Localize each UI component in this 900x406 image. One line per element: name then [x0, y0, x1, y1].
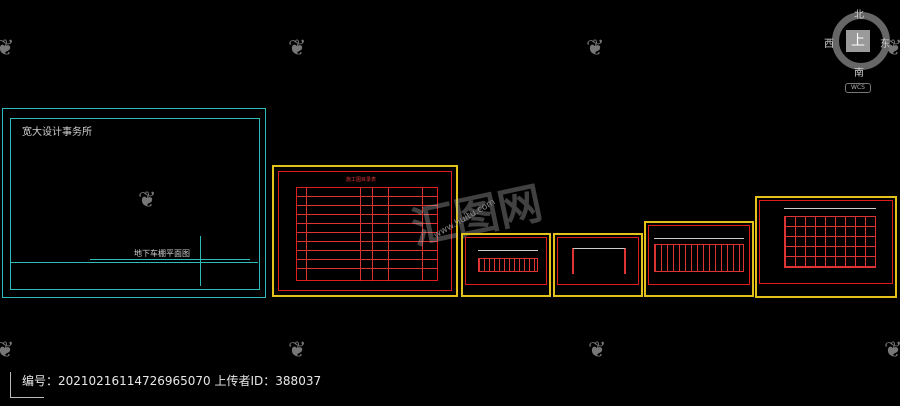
dimension-line	[654, 238, 744, 239]
drawing-sheet-4[interactable]	[553, 233, 643, 297]
compass-east-label[interactable]: 东	[880, 39, 890, 50]
watermark-logo-icon: ❦	[288, 36, 307, 61]
drawing-sheet-6[interactable]	[755, 196, 897, 298]
sheet-inner-frame	[278, 171, 452, 291]
drawing-sheet-5[interactable]	[644, 221, 754, 297]
sheet-inner-frame	[10, 118, 260, 290]
compass-north-label[interactable]: 北	[854, 10, 864, 21]
table-row-line	[296, 214, 438, 215]
sheet-inner-frame	[557, 237, 639, 285]
table-col-line	[422, 187, 423, 281]
drawing-name-text: 地下车棚平面图	[134, 249, 190, 258]
watermark-logo-icon: ❦	[586, 36, 605, 61]
watermark-logo-icon: ❦	[0, 338, 15, 363]
table-row-line	[296, 259, 438, 260]
compass-west-label[interactable]: 西	[824, 39, 834, 50]
table-col-line	[388, 187, 389, 281]
dimension-line	[478, 250, 538, 251]
viewcube-top-face[interactable]: 上	[846, 30, 870, 52]
sheet-inner-frame	[465, 237, 547, 285]
watermark-logo-icon: ❦	[884, 338, 900, 363]
table-row-line	[296, 223, 438, 224]
plan-grid-drawing	[784, 216, 876, 268]
table-row-line	[296, 241, 438, 242]
table-row-line	[296, 196, 438, 197]
table-row-line	[296, 250, 438, 251]
table-col-line	[306, 187, 307, 281]
compass-south-label[interactable]: 南	[854, 68, 864, 79]
office-title-text: 宽大设计事务所	[22, 127, 92, 138]
ucs-x-axis-icon	[10, 397, 44, 398]
elevation-drawing	[478, 258, 538, 272]
drawing-sheet-3[interactable]	[461, 233, 551, 297]
viewcube-compass[interactable]	[832, 12, 890, 70]
sheet-inner-frame	[648, 225, 750, 285]
title-block-line	[10, 262, 258, 263]
table-col-line	[372, 187, 373, 281]
drawing-index-table	[296, 187, 438, 281]
elevation-drawing	[654, 244, 744, 272]
ucs-y-axis-icon	[10, 372, 11, 398]
watermark-logo-icon: ❦	[138, 188, 157, 213]
section-drawing	[572, 248, 626, 274]
watermark-logo-icon: ❦	[588, 338, 607, 363]
table-row-line	[296, 232, 438, 233]
wcs-menu-button[interactable]: WCS	[845, 83, 871, 93]
table-row-line	[296, 205, 438, 206]
table-title-text: 施工图目录表	[346, 177, 377, 183]
table-col-line	[360, 187, 361, 281]
table-row-line	[296, 268, 438, 269]
dimension-line	[784, 208, 876, 209]
sheet-inner-frame	[759, 200, 893, 284]
watermark-logo-icon: ❦	[288, 338, 307, 363]
footer-upload-info: 编号：20210216114726965070 上传者ID：388037	[22, 374, 322, 388]
drawing-sheet-2[interactable]	[272, 165, 458, 297]
watermark-logo-icon: ❦	[0, 36, 15, 61]
title-block-divider	[200, 236, 201, 286]
drawing-sheet-1[interactable]	[2, 108, 266, 298]
title-block-line	[90, 259, 250, 260]
